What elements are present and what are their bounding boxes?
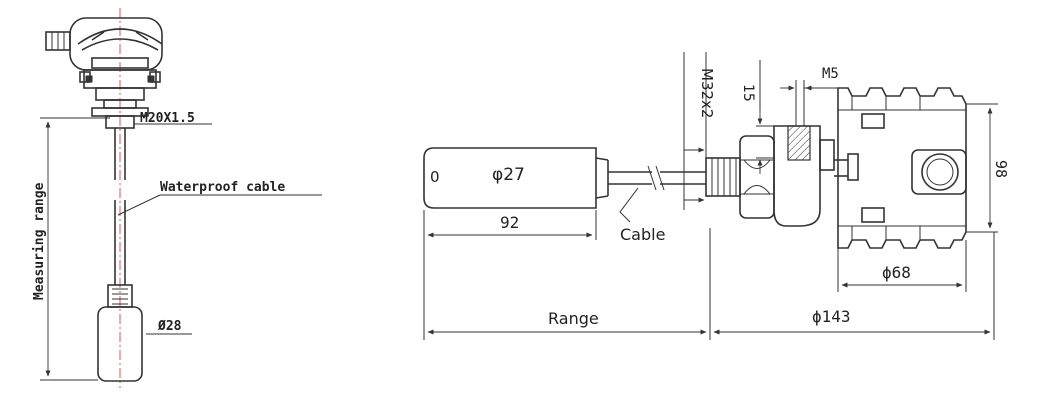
right-range-label: Range	[548, 309, 599, 328]
right-cable	[608, 165, 706, 191]
right-height-dimension	[966, 103, 998, 233]
right-probe-diameter-label: φ27	[492, 165, 525, 185]
right-outer-diameter-dimension	[709, 228, 995, 340]
right-screw-dimension	[780, 80, 840, 126]
left-cable-upper	[114, 128, 126, 180]
right-probe-length-dimension	[423, 210, 597, 240]
right-thread-fitting	[705, 157, 741, 197]
right-inner-diameter-label: ϕ68	[882, 263, 911, 282]
right-thread-dimension	[683, 52, 707, 210]
right-dim-15	[756, 60, 788, 174]
right-dim-15-label: 15	[740, 84, 756, 102]
right-inner-diameter-dimension	[837, 240, 967, 292]
left-probe-body	[97, 306, 143, 382]
left-range-label: Measuring range	[32, 182, 47, 300]
right-outer-diameter-label: ϕ143	[812, 307, 851, 326]
right-clamp-body	[773, 125, 859, 227]
left-probe-diameter-label: Ø28	[157, 319, 182, 334]
right-range-dimension	[423, 236, 707, 340]
right-hex-nut	[739, 135, 775, 219]
left-thread-label: M20X1.5	[140, 111, 195, 126]
right-screw-label: M5	[822, 66, 839, 82]
left-transmitter-head	[45, 17, 163, 129]
right-screw-hatch	[787, 125, 811, 161]
right-probe-length-label: 92	[500, 213, 519, 232]
right-height-label: 98	[992, 160, 1010, 178]
right-cable-gland	[921, 153, 959, 191]
right-view: 0 φ27 Cable 92	[423, 52, 1010, 340]
left-cable-label: Waterproof cable	[160, 180, 285, 195]
left-cable-lower	[114, 200, 126, 285]
left-view: M20X1.5 Waterproof cable Ø28	[32, 8, 322, 388]
left-range-dimension	[40, 117, 110, 381]
right-thread-label: M32x2	[698, 68, 716, 118]
right-probe-end-label: 0	[430, 168, 440, 186]
left-probe-connector	[107, 284, 133, 308]
right-probe-body	[423, 147, 609, 209]
right-cable-label: Cable	[620, 225, 665, 244]
